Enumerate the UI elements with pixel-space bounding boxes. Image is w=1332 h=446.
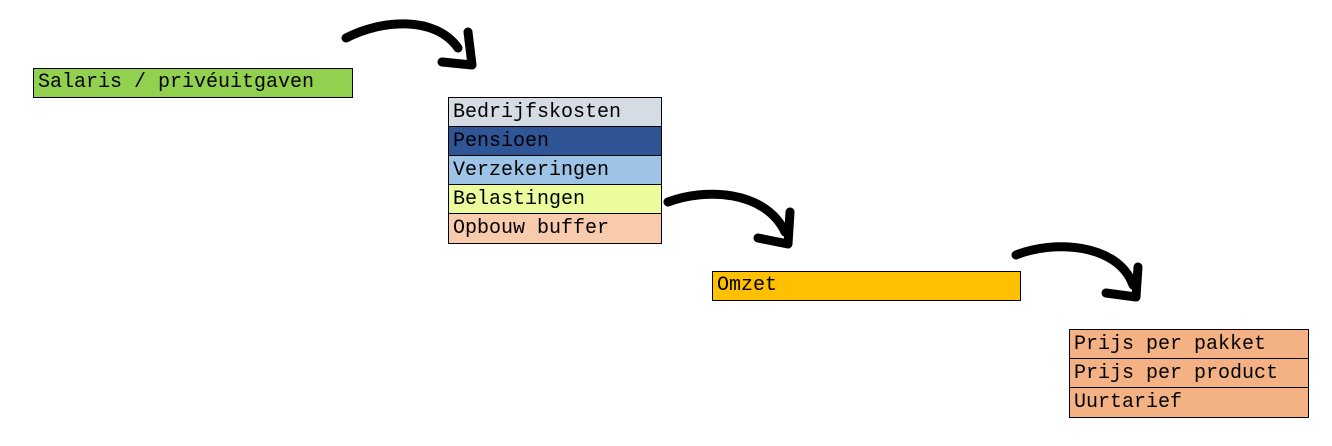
pricing-options-list: Prijs per pakket Prijs per product Uurta… bbox=[1069, 329, 1309, 418]
cost-item-belastingen: Belastingen bbox=[449, 185, 661, 214]
pricing-item-uurtarief: Uurtarief bbox=[1070, 388, 1308, 417]
cost-item-pensioen: Pensioen bbox=[449, 127, 661, 156]
pricing-item-pakket: Prijs per pakket bbox=[1070, 330, 1308, 359]
cost-item-verzekeringen: Verzekeringen bbox=[449, 156, 661, 185]
pricing-item-product: Prijs per product bbox=[1070, 359, 1308, 388]
cost-components-list: Bedrijfskosten Pensioen Verzekeringen Be… bbox=[448, 97, 662, 244]
cost-item-opbouw-buffer: Opbouw buffer bbox=[449, 214, 661, 243]
revenue-label: Omzet bbox=[717, 274, 778, 297]
curved-arrow-icon bbox=[663, 189, 795, 249]
salary-label: Salaris / privéuitgaven bbox=[38, 71, 315, 94]
revenue-box: Omzet bbox=[712, 271, 1021, 301]
cost-item-bedrijfskosten: Bedrijfskosten bbox=[449, 98, 661, 127]
curved-arrow-icon bbox=[341, 19, 477, 70]
curved-arrow-icon bbox=[1011, 242, 1143, 302]
salary-box: Salaris / privéuitgaven bbox=[33, 68, 353, 98]
